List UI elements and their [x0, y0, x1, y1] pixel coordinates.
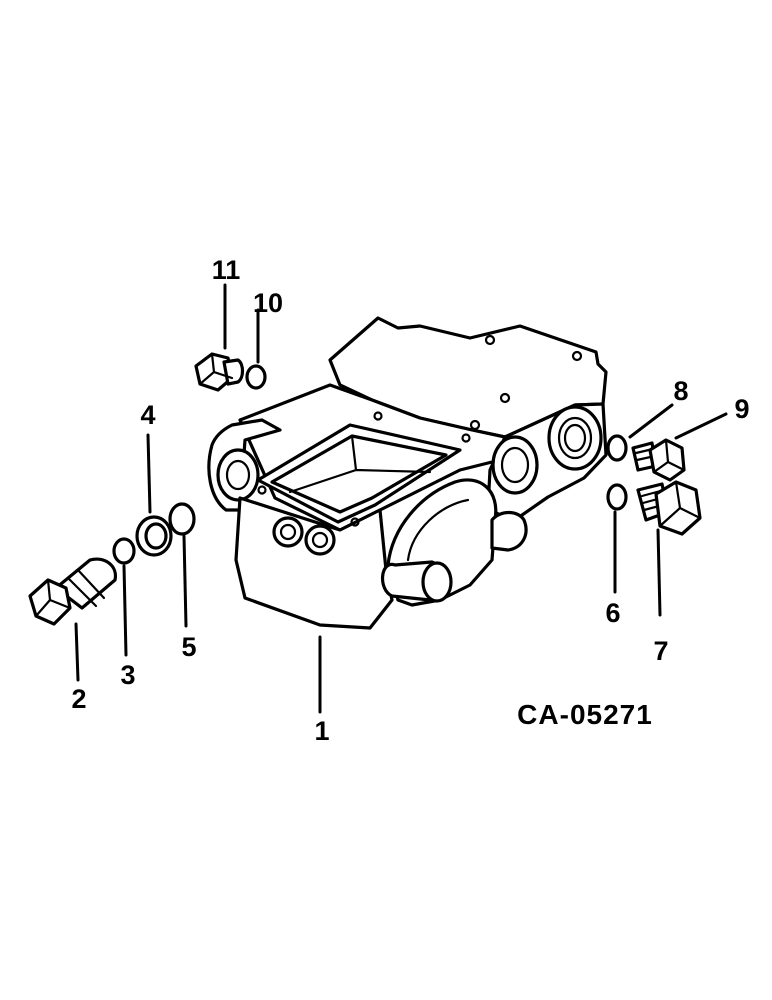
leader-8 [628, 403, 674, 439]
callout-2: 2 [71, 684, 86, 714]
spool-face [421, 561, 453, 603]
clamp-stub [490, 510, 528, 552]
bolt-hole [373, 411, 383, 421]
cavity-inner-edge [288, 434, 432, 494]
plug-hex-head [28, 578, 72, 626]
part-11-fitting [194, 352, 245, 392]
gauge-port-inner [279, 523, 297, 541]
port-thread [563, 423, 587, 453]
port-thread [557, 416, 593, 460]
bolt-hole [499, 392, 511, 404]
leader-2 [74, 622, 80, 682]
drawing-code: CA-05271 [517, 699, 653, 730]
hex-edge [658, 480, 702, 528]
bolt-hole [469, 419, 481, 431]
hydraulic-port [491, 435, 539, 495]
port-thread [225, 459, 251, 491]
bolt-hole [484, 334, 496, 346]
leader-9 [674, 412, 728, 440]
plug-groove [66, 568, 106, 608]
bolt-hole [257, 485, 267, 495]
callout-9: 9 [734, 394, 749, 424]
left-port [216, 448, 260, 502]
bolt-hole [350, 517, 360, 527]
part-5-ring [168, 502, 196, 536]
callout-8: 8 [673, 376, 688, 406]
bolt-hole [461, 433, 471, 443]
part-10-o-ring [245, 364, 267, 390]
callout-labels: 1 2 3 4 5 6 7 8 9 10 11 [71, 255, 749, 746]
hex-edge [652, 438, 686, 474]
gauge-port-inner [311, 531, 329, 549]
plug-shaft [54, 557, 117, 610]
callout-1: 1 [314, 716, 329, 746]
gauge-port [272, 516, 304, 548]
callout-3: 3 [120, 660, 135, 690]
leader-3 [122, 564, 128, 657]
port-thread [500, 446, 530, 484]
leader-lines [74, 283, 728, 714]
bolt-hole [571, 350, 583, 362]
part-2-plug [28, 557, 117, 626]
part-6-o-ring [606, 483, 628, 511]
callout-4: 4 [140, 400, 155, 430]
callout-6: 6 [605, 598, 620, 628]
part-4-washer [135, 515, 173, 557]
valve-housing [207, 316, 608, 630]
callout-10: 10 [253, 288, 283, 318]
part-3-o-ring [112, 537, 136, 565]
gauge-port [304, 524, 336, 556]
callout-5: 5 [181, 632, 196, 662]
part-7-plug [636, 480, 702, 536]
part-8-o-ring [606, 434, 628, 462]
housing-cavity [270, 434, 448, 514]
callout-11: 11 [212, 255, 241, 285]
leader-7 [656, 528, 662, 617]
leader-5 [182, 534, 188, 628]
hex-edge [34, 578, 72, 618]
fitting-nipple [222, 358, 245, 386]
hex-edge [198, 352, 234, 386]
part-9-plug [631, 438, 686, 482]
callout-7: 7 [653, 636, 668, 666]
hydraulic-port [547, 405, 603, 471]
leader-4 [146, 433, 152, 514]
clamp-edge [406, 498, 470, 562]
